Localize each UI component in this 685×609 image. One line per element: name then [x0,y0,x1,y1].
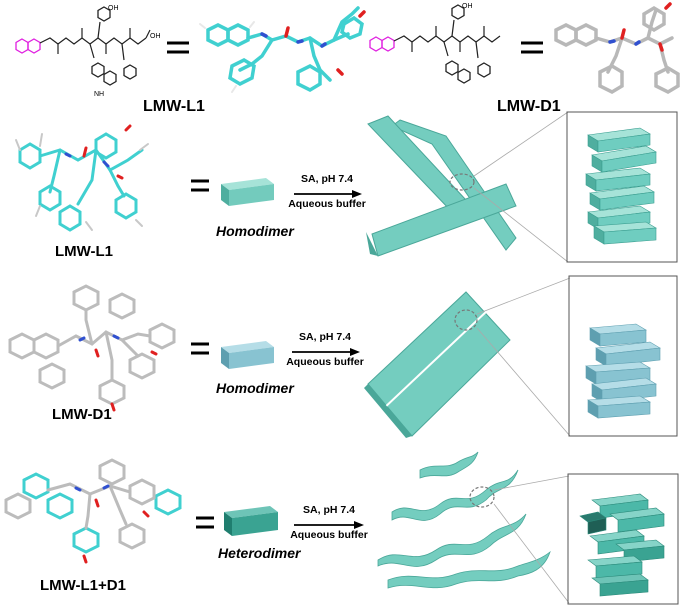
zoom-lines-row-3 [493,475,570,604]
label-lmw-l1-row: LMW-L1 [55,243,114,260]
twisted-fibers [377,451,551,589]
naphthalene-ring-l1 [15,38,41,54]
equals-sign-row-1 [191,179,209,192]
condition-row-2-line-1: SA, pH 7.4 [299,331,351,343]
equals-sign-row-2 [191,342,209,355]
zoom-circle-row-1 [449,173,475,191]
condition-row-1-line-1: SA, pH 7.4 [301,173,353,185]
equals-sign-top-1 [167,41,189,54]
lmw-l1d1-3d-model [4,458,182,564]
dimer-label-row-3: Heterodimer [218,545,301,561]
label-lmw-l1d1-row: LMW-L1+D1 [40,577,126,594]
equals-sign-row-3 [196,516,214,529]
zoom-inset-row-3 [567,473,679,605]
dimer-label-row-2: Homodimer [216,380,294,396]
heterodimer-block [224,506,278,536]
chem-nh-text: NH [94,91,104,98]
stacked-blocks-row-1 [585,127,657,245]
lmw-d1-chemical-structure: OH [369,3,501,84]
label-lmw-d1-row: LMW-D1 [52,406,112,423]
lmw-l1-stick-model [199,6,366,93]
arrow-row-2 [292,348,360,356]
naphthalene-ring-d1 [369,36,395,52]
chem-oh2-text: OH [150,33,161,40]
lmw-d1-3d-model [8,284,176,412]
crossed-tapes-assembly [366,115,517,257]
homodimer-block-row-1 [221,178,274,206]
dimer-label-row-1: Homodimer [216,223,294,239]
stacked-blocks-row-3 [579,493,665,597]
zoom-lines-row-2 [476,277,571,437]
zoom-lines-row-1 [473,111,569,263]
zoom-inset-row-1 [566,111,678,263]
condition-row-1-line-2: Aqueous buffer [288,198,366,210]
arrow-row-3 [294,521,364,529]
label-lmw-d1-top: LMW-D1 [497,98,561,115]
condition-row-3-line-1: SA, pH 7.4 [303,504,355,516]
label-lmw-l1-top: LMW-L1 [143,98,205,115]
equals-sign-top-2 [521,41,543,54]
condition-row-3-line-2: Aqueous buffer [290,529,368,541]
zoom-circle-row-2 [454,309,478,331]
stacked-blocks-row-2 [585,323,661,419]
lmw-l1-3d-model [15,124,149,232]
lmw-l1-chemical-structure: OH NH OH [15,5,161,98]
ribbon-assembly [364,291,511,438]
chem-oh-text-d1: OH [462,3,473,10]
condition-row-2-line-2: Aqueous buffer [286,356,364,368]
chem-oh-text: OH [108,5,119,12]
zoom-circle-row-3 [469,486,495,508]
arrow-row-1 [294,190,362,198]
zoom-inset-row-2 [568,275,678,437]
lmw-d1-stick-model [554,2,680,94]
homodimer-block-row-2 [221,341,274,369]
